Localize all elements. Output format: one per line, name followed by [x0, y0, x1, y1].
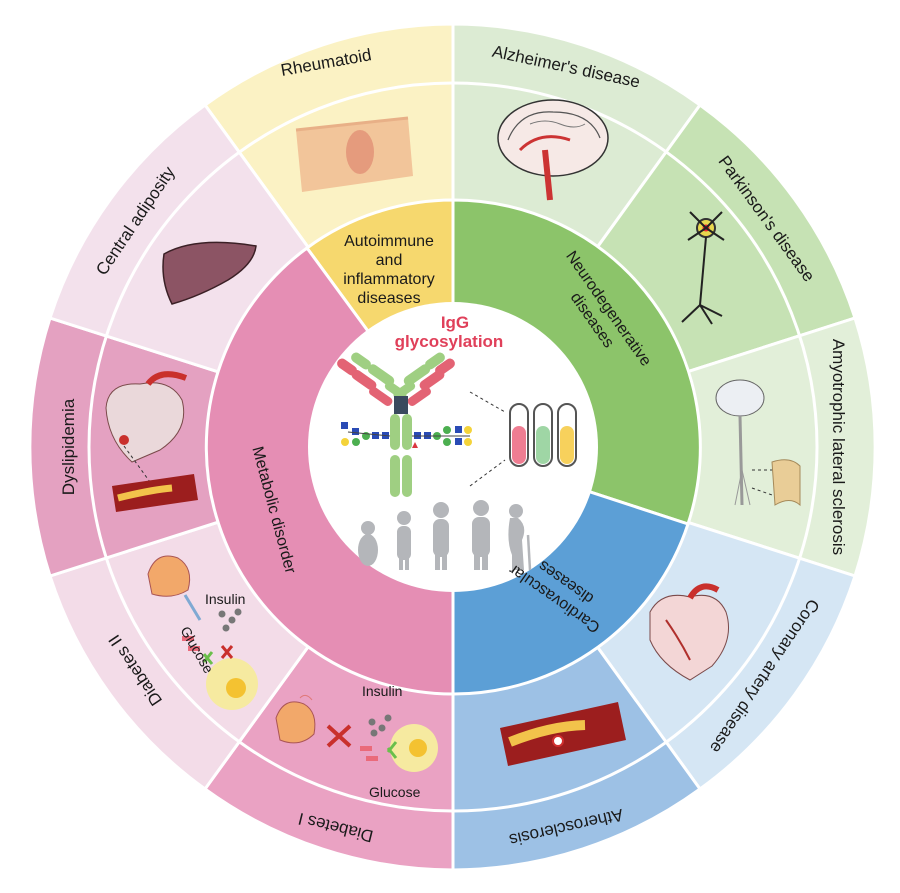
center-title-line1: IgG	[441, 313, 469, 332]
liver-icon	[162, 241, 257, 305]
glycan-chain-right-icon	[412, 426, 472, 448]
joint-icon	[295, 116, 413, 192]
outer-divider-ring	[87, 81, 819, 813]
autoimmune-line4: diseases	[357, 290, 420, 307]
disease-dyslipidemia: Dyslipidemia	[59, 398, 78, 495]
insulin-label-d1: Insulin	[362, 683, 402, 699]
glycan-chain-left-icon	[341, 422, 391, 446]
center-title-line2: glycosylation	[395, 332, 504, 351]
pancreas-icon-diabetes2	[147, 555, 258, 710]
insulin-label-d2: Insulin	[205, 591, 245, 607]
glucose-label-d1: Glucose	[369, 784, 421, 800]
autoimmune-line2: and	[376, 252, 403, 269]
autoimmune-line1: Autoimmune	[344, 233, 434, 250]
artery-icon-atherosclerosis	[500, 702, 626, 766]
label-autoimmune: Autoimmune and inflammatory diseases	[343, 233, 435, 307]
brain-spine-icon	[715, 379, 801, 507]
autoimmune-line3: inflammatory	[343, 271, 435, 288]
test-tubes-icon	[469, 391, 577, 487]
neuron-icon	[681, 211, 725, 325]
heart-icon-dyslipidemia	[105, 371, 198, 512]
disease-als: Amyotrophic lateral sclerosis	[829, 339, 848, 555]
igg-antibody-icon	[337, 352, 455, 497]
brain-icon	[497, 99, 609, 201]
human-lifespan-icon	[358, 500, 532, 571]
pancreas-icon-diabetes1	[275, 694, 438, 772]
heart-icon-coronary	[649, 583, 729, 681]
